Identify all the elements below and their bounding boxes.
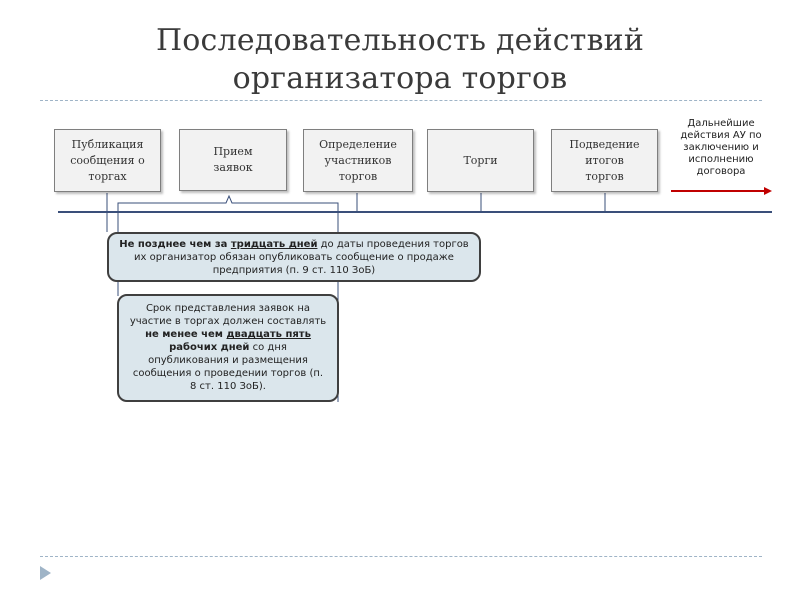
step-publication: Публикация сообщения о торгах xyxy=(54,129,161,192)
step-auction-label: Торги xyxy=(463,153,498,167)
note1-text: до даты проведения торгов их организатор… xyxy=(134,239,469,276)
step-results-label: Подведение итогов торгов xyxy=(569,137,640,183)
brace-applications xyxy=(117,194,339,212)
top-divider xyxy=(40,100,762,101)
note-thirty-days: Не позднее чем за тридцать дней до даты … xyxy=(107,232,481,282)
step-participants: Определение участников торгов xyxy=(303,129,413,192)
further-actions-label: Дальнейшие действия АУ по заключению и и… xyxy=(680,118,762,177)
step-participants-label: Определение участников торгов xyxy=(319,137,397,183)
step-publication-label: Публикация сообщения о торгах xyxy=(70,137,145,183)
note2-text-pre: Срок представления заявок на участие в т… xyxy=(129,303,327,327)
title-line-2: организатора торгов xyxy=(232,61,568,96)
next-slide-icon[interactable] xyxy=(40,566,51,580)
step-applications-label: Прием заявок xyxy=(213,145,253,174)
note2-bold-2: рабочих дней xyxy=(169,342,250,353)
step-auction: Торги xyxy=(427,129,534,192)
note-twenty-five-days: Срок представления заявок на участие в т… xyxy=(117,294,339,402)
note1-bold: Не позднее чем за xyxy=(119,239,231,250)
title-line-1: Последовательность действий xyxy=(155,23,645,58)
note2-text-post: со дня опубликования и размещения сообще… xyxy=(132,342,324,392)
arrow-head xyxy=(764,187,772,195)
step-applications: Прием заявок xyxy=(179,129,287,191)
note2-bold-underline: двадцать пять xyxy=(226,329,311,340)
bottom-divider xyxy=(40,556,762,557)
page-title: Последовательность действий организатора… xyxy=(100,22,700,98)
note2-bold-1: не менее чем xyxy=(145,329,227,340)
note1-bold-underline: тридцать дней xyxy=(230,239,318,250)
step-results: Подведение итогов торгов xyxy=(551,129,658,192)
